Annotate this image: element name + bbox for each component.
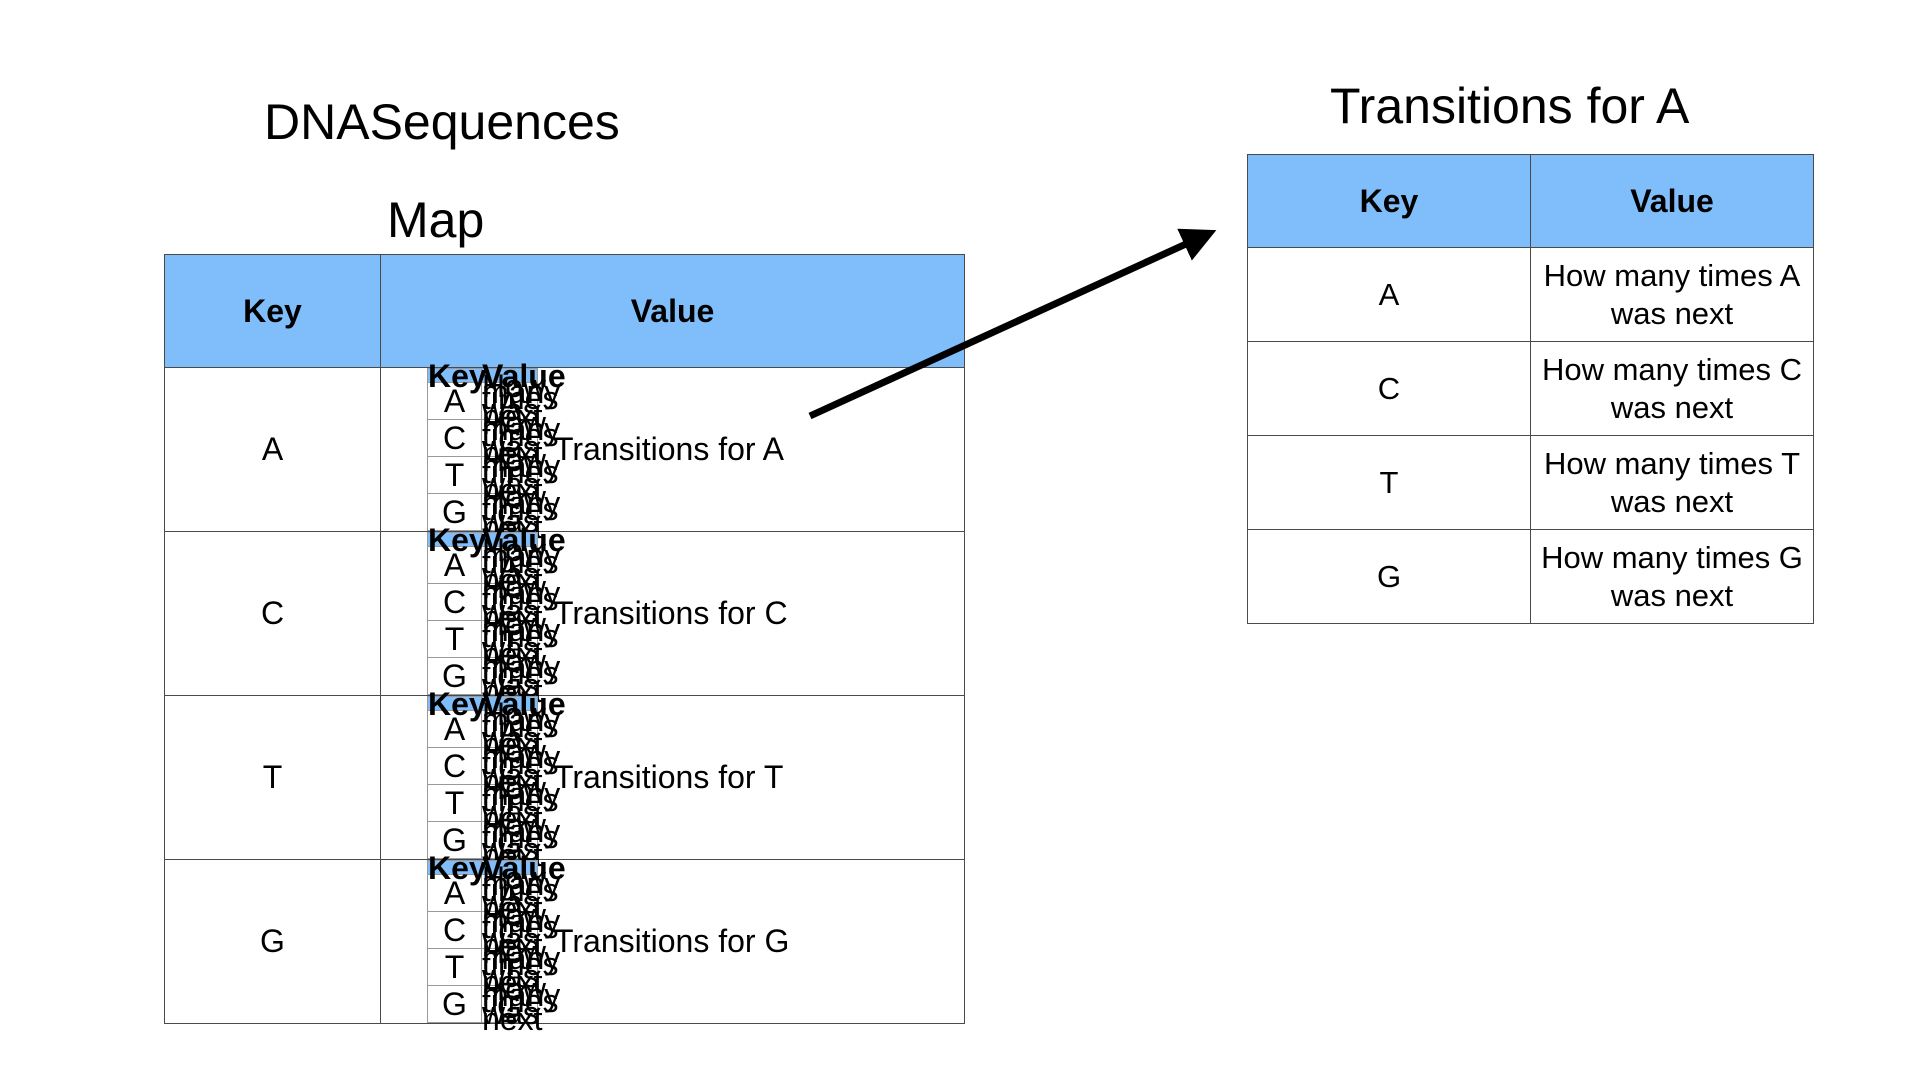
mini-key-cell: A <box>427 382 482 420</box>
transitions-header-key: Key <box>1247 154 1531 248</box>
transitions-key-cell: T <box>1247 435 1531 530</box>
mini-key-cell: T <box>427 456 482 494</box>
transitions-value-cell: How many times T was next <box>1530 435 1814 530</box>
transitions-title: Transitions for A <box>1330 78 1690 134</box>
transitions-key-cell: G <box>1247 529 1531 624</box>
mini-key-cell: G <box>427 657 482 695</box>
map-title: Map <box>387 192 485 248</box>
mini-key-cell: C <box>427 583 482 621</box>
map-header-row: Key Value <box>164 254 965 368</box>
mini-key-cell: A <box>427 546 482 584</box>
mini-key-cell: T <box>427 784 482 822</box>
mini-key-cell: T <box>427 948 482 986</box>
mini-key-cell: G <box>427 493 482 531</box>
transitions-value-cell: How many times G was next <box>1530 529 1814 624</box>
transitions-value-cell: How many times C was next <box>1530 341 1814 436</box>
transitions-key-cell: C <box>1247 341 1531 436</box>
mini-key-cell: C <box>427 911 482 949</box>
map-key-cell: C <box>164 531 381 696</box>
mini-key-cell: G <box>427 985 482 1023</box>
map-key-cell: G <box>164 859 381 1024</box>
map-value-label: Transitions for C <box>554 595 788 631</box>
map-value-label: Transitions for T <box>554 759 784 795</box>
map-value-label: Transitions for G <box>554 923 790 959</box>
mini-key-cell: T <box>427 620 482 658</box>
map-value-label: Transitions for A <box>554 431 785 467</box>
transitions-header-value: Value <box>1530 154 1814 248</box>
mini-key-cell: A <box>427 710 482 748</box>
arrow-line <box>808 228 1217 420</box>
page-title: DNASequences <box>264 94 620 150</box>
map-header-value: Value <box>380 254 965 368</box>
map-key-cell: T <box>164 695 381 860</box>
mini-key-cell: C <box>427 419 482 457</box>
transitions-header-row: Key Value <box>1247 154 1814 248</box>
mini-key-cell: A <box>427 874 482 912</box>
transitions-key-cell: A <box>1247 247 1531 342</box>
transitions-value-cell: How many times A was next <box>1530 247 1814 342</box>
mini-value-cell: How many times T was next <box>481 442 561 508</box>
mini-key-cell: G <box>427 821 482 859</box>
